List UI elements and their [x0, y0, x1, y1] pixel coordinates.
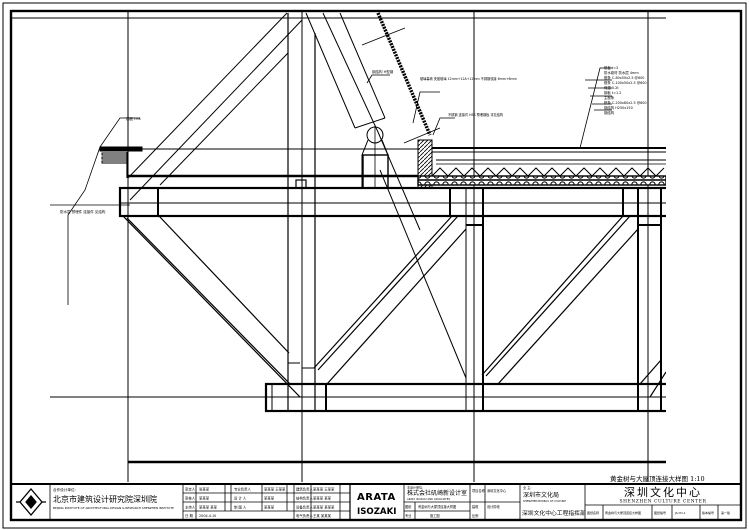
annotation-right: 钢结构	[604, 110, 615, 115]
annotation-right: 保温 0.2t	[604, 85, 619, 90]
annotation-left: 钢板 t=8	[126, 116, 141, 121]
sign-label: 审定人	[185, 487, 196, 492]
annotation-top: 玻璃幕墙 夹胶玻璃 12mm+12A+12mm 不锈钢驳接 6mm+6mm	[420, 76, 517, 81]
bottom-cell: 图纸名称	[587, 510, 599, 515]
bottom-cell: 图纸编号	[654, 510, 666, 515]
annotations: 钢板 t=8 防水层 预埋件 连接件 见结构 钢结构 H型钢 玻璃幕墙 夹胶玻璃…	[60, 65, 647, 214]
glazing-support	[361, 27, 406, 46]
leader-lines	[67, 67, 612, 305]
sign-label: 专业负责人	[234, 487, 252, 492]
tree-branch	[305, 12, 467, 379]
annotation-left: 防水层 预埋件 连接件 见结构	[60, 209, 106, 214]
sign-value: 某某某 某某	[199, 505, 218, 510]
bottom-cell: 第一版	[721, 510, 730, 515]
sign-value: 某某某	[199, 496, 210, 501]
cell-label: 建筑	[472, 504, 479, 509]
partner-label: 合作设计单位:	[53, 487, 76, 492]
client-name-en: SHENZHEN BUREAU OF CULTURE	[523, 499, 566, 503]
bottom-cell: 黄金树与大屋顶连接大样图	[605, 510, 641, 515]
project-title-en: SHENZHEN CULTURE CENTER	[619, 500, 706, 505]
discipline-label: 建筑负责人	[296, 487, 314, 492]
detail-drawing	[12, 12, 666, 482]
annotation-top: 不锈钢 连接件 HSS 预埋钢板 详见结构	[448, 112, 503, 117]
truss-top-chord	[118, 186, 666, 218]
partner-name-en: BEIJING INSTITUTE OF ARCHITECTURAL DESIG…	[53, 506, 174, 510]
annotation-right: 檩条 C-80x50x2.5 @600	[604, 75, 644, 80]
eave-detail	[99, 146, 143, 178]
annotation-right: 檩条 C-100x50x2.5 @600	[604, 80, 647, 85]
discipline-label: 设备负责人	[296, 505, 314, 510]
bottom-cell: JS-YD-1	[674, 511, 686, 515]
annotation-right: 檩条 C-200x80x2.5 @600	[604, 100, 647, 105]
sign-value: 某某某	[264, 496, 275, 501]
annotation-right: 主檩条	[604, 95, 615, 100]
client-name-cn: 深圳市文化局	[523, 491, 559, 499]
annotation-right: 钢结构 H250x150	[604, 105, 633, 110]
annotation-right: 铝板 t=3	[604, 65, 618, 70]
bottom-cell: 版本编号	[702, 510, 714, 515]
sign-value: 某某某	[264, 505, 275, 510]
client-dept: 深圳文化中心工程指挥部	[522, 509, 586, 517]
cell-label: 图纸	[405, 504, 412, 509]
architect-label: 主设计单位:	[407, 485, 423, 490]
cell-value: 黄金树与大屋顶连接大样图	[418, 504, 456, 509]
sign-label: 主持人	[185, 505, 196, 510]
institute-logo-icon	[16, 487, 46, 517]
discipline-label: 结构负责人	[296, 496, 314, 501]
roof-assembly	[417, 147, 666, 186]
annotation-top: 钢结构 H型钢	[372, 69, 394, 74]
date-label: 日 期	[185, 513, 193, 518]
date-value: 2004.4.10	[199, 514, 216, 518]
architect-name-cn: 株式会社矶崎新设计室	[407, 489, 467, 497]
sign-value: 某某某 王某某	[264, 487, 286, 492]
sign-label: 制 图 人	[234, 505, 247, 510]
svg-text:ARATA: ARATA	[357, 492, 396, 503]
partner-name-cn: 北京市建筑设计研究院深圳院	[53, 494, 157, 504]
cell-label: 专业	[405, 513, 411, 518]
svg-text:ISOZAKI: ISOZAKI	[357, 507, 396, 517]
project-value: 深圳文化中心	[487, 488, 507, 493]
title-block: 合作设计单位: 北京市建筑设计研究院深圳院 BEIJING INSTITUTE …	[10, 483, 742, 521]
discipline-label: 电气负责人	[296, 513, 314, 518]
drawing-title: 黄金树与大屋顶连接大样图 1:10	[610, 474, 705, 483]
cell-value: 施工图	[430, 513, 440, 518]
discipline-value: 王某 某某某	[313, 513, 332, 518]
truss-diagonals	[122, 215, 666, 398]
discipline-value: 某某某 某某某	[313, 505, 335, 510]
pin-support	[361, 125, 389, 189]
sign-label: 审核人	[185, 496, 196, 501]
project-title-cn: 深圳文化中心	[624, 485, 702, 499]
sign-value: 张某某	[199, 487, 210, 492]
annotation-right: 防水卷材 防水层 4mm	[604, 70, 639, 75]
stage-label: 设计阶段	[487, 504, 501, 509]
glazing-line	[376, 12, 432, 136]
project-label: 项目名称	[472, 488, 486, 493]
cell-label: 比例	[472, 513, 478, 518]
truss-bottom-chord	[264, 382, 666, 413]
client-label: 业 主:	[523, 485, 531, 490]
arata-isozaki-logo: ARATA ISOZAKI	[357, 492, 396, 517]
glazing-support	[403, 127, 441, 144]
discipline-value: 某某某 某某	[313, 496, 332, 501]
architect-name-en: ARATA ISOZAKI AND ASSOCIATES	[407, 497, 450, 501]
sign-label: 设 计 人	[234, 496, 247, 501]
upper-brace	[127, 12, 303, 201]
sheet-inner-border	[9, 9, 743, 522]
discipline-value: 某某某 王某某	[313, 487, 335, 492]
annotation-right: 钢板 t=1.2	[604, 90, 621, 95]
